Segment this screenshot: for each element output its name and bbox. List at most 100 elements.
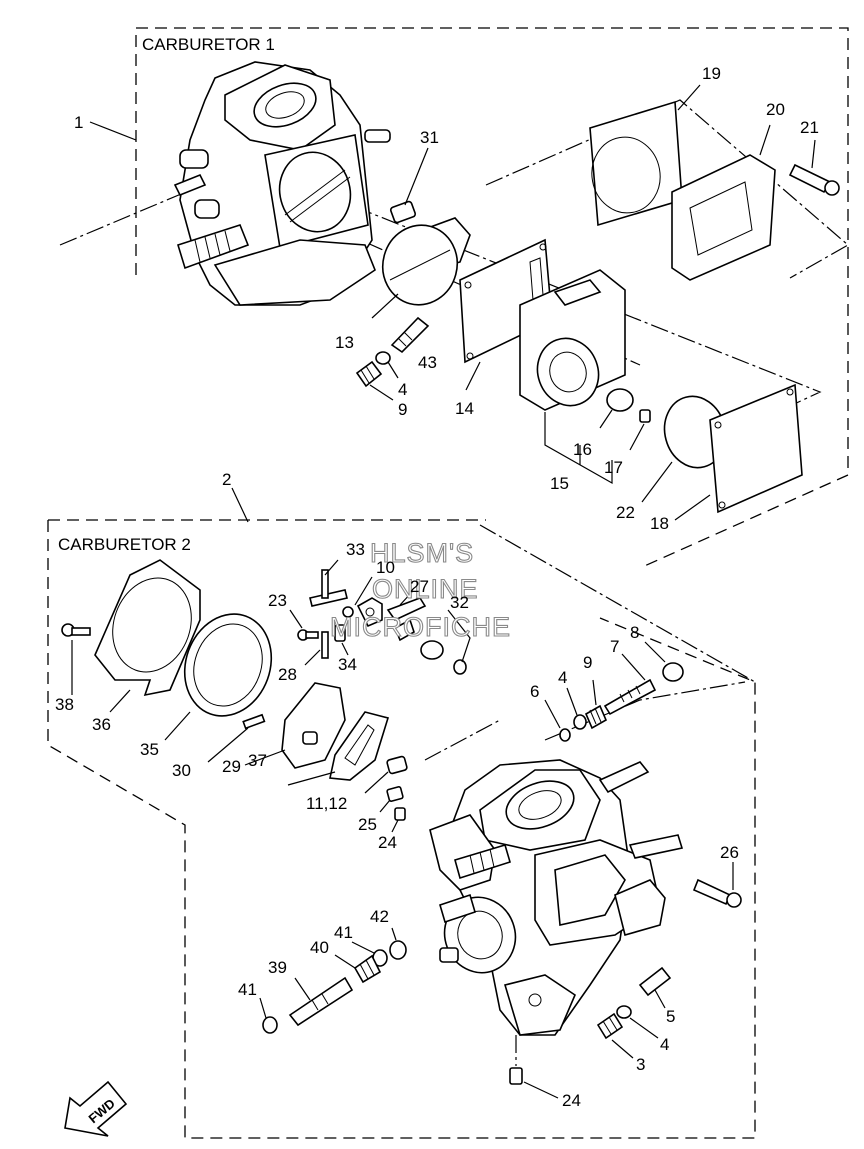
label-3: 3 xyxy=(636,1055,645,1074)
part-37-gasket xyxy=(287,711,390,786)
part-21-screw xyxy=(788,139,840,196)
watermark: HLSM'S ONLINE MICROFICHE xyxy=(329,537,511,642)
label-35: 35 xyxy=(140,740,159,759)
part-43-screw xyxy=(390,316,430,354)
part-32-jet xyxy=(393,609,471,675)
part-15-pump-cover xyxy=(519,269,626,485)
part-24-jet-b xyxy=(509,1035,559,1099)
label-42: 42 xyxy=(370,907,389,926)
part-25-jet xyxy=(379,786,404,813)
watermark-line-1: HLSM'S xyxy=(370,538,474,568)
part-28-pin xyxy=(304,631,329,666)
part-40-spring xyxy=(334,954,382,984)
part-33-pin xyxy=(309,559,348,607)
part-41-ring-top xyxy=(351,941,388,967)
part-26-screw xyxy=(692,862,742,908)
part-30-screw xyxy=(207,713,266,763)
part-22-seal-ring xyxy=(641,395,727,503)
part-8-cap xyxy=(644,641,684,682)
part-11-12-jet xyxy=(364,755,408,794)
label-8: 8 xyxy=(630,623,639,642)
part-17-screw xyxy=(629,409,651,451)
label-25: 25 xyxy=(358,815,377,834)
part-7-needle xyxy=(603,653,657,716)
carburetor-1-title: CARBURETOR 1 xyxy=(142,35,275,54)
label-14: 14 xyxy=(455,399,474,418)
callout-labels: 1 2 3 4 4 4 5 6 7 8 9 9 10 11,12 13 14 1… xyxy=(55,64,819,1110)
label-22: 22 xyxy=(616,503,635,522)
carburetor-2-body xyxy=(429,759,684,1036)
label-24-bottom: 24 xyxy=(562,1091,581,1110)
part-10-screw xyxy=(342,576,373,618)
label-34: 34 xyxy=(338,655,357,674)
label-16: 16 xyxy=(573,440,592,459)
label-18: 18 xyxy=(650,514,669,533)
part-31-screw xyxy=(389,147,429,224)
label-13: 13 xyxy=(335,333,354,352)
leader-2 xyxy=(231,487,249,523)
label-6: 6 xyxy=(530,682,539,701)
label-15: 15 xyxy=(550,474,569,493)
label-4-carb2-top: 4 xyxy=(558,668,567,687)
label-24-top: 24 xyxy=(378,833,397,852)
label-4-carb2-bottom: 4 xyxy=(660,1035,669,1054)
part-24-jet-a xyxy=(391,807,406,833)
label-43: 43 xyxy=(418,353,437,372)
label-32: 32 xyxy=(450,593,469,612)
part-4-oring-carb2-bottom xyxy=(616,1005,659,1039)
label-20: 20 xyxy=(766,100,785,119)
part-5-screw xyxy=(638,966,672,1009)
part-42-ring xyxy=(389,927,407,960)
label-37: 37 xyxy=(248,751,267,770)
fwd-arrow-icon: FWD xyxy=(64,1080,128,1137)
label-28: 28 xyxy=(278,665,297,684)
watermark-line-3: MICROFICHE xyxy=(330,612,511,642)
watermark-line-2: ONLINE xyxy=(372,574,479,604)
part-36-gasket xyxy=(94,559,201,713)
part-35-diaphragm xyxy=(164,613,273,741)
part-13-valve-plate xyxy=(371,217,471,319)
label-2: 2 xyxy=(222,470,231,489)
label-9-carb1: 9 xyxy=(398,400,407,419)
label-39: 39 xyxy=(268,958,287,977)
label-26: 26 xyxy=(720,843,739,862)
part-18-plate xyxy=(674,383,803,521)
label-19: 19 xyxy=(702,64,721,83)
carburetor-2-title: CARBURETOR 2 xyxy=(58,535,191,554)
part-38-screw xyxy=(61,623,91,695)
carburetor-2-boundary xyxy=(47,519,756,1139)
label-41-top: 41 xyxy=(334,923,353,942)
part-23-screw xyxy=(289,609,319,641)
label-41-bottom: 41 xyxy=(238,980,257,999)
part-41-ring-bottom xyxy=(259,997,278,1034)
label-31: 31 xyxy=(420,128,439,147)
part-4-oring-carb1 xyxy=(375,351,399,379)
label-33: 33 xyxy=(346,540,365,559)
part-9-spring-carb2 xyxy=(584,679,608,730)
part-9-spring-carb1 xyxy=(355,360,394,401)
label-11-12: 11,12 xyxy=(306,794,347,813)
label-30: 30 xyxy=(172,761,191,780)
label-38: 38 xyxy=(55,695,74,714)
part-20-cover xyxy=(671,124,776,281)
part-34-spring xyxy=(334,624,349,656)
label-21: 21 xyxy=(800,118,819,137)
part-3-spring xyxy=(596,1012,634,1059)
carburetor-1-body xyxy=(173,61,391,306)
label-23: 23 xyxy=(268,591,287,610)
label-27: 27 xyxy=(410,577,429,596)
label-7: 7 xyxy=(610,637,619,656)
label-9-carb2: 9 xyxy=(583,653,592,672)
label-10: 10 xyxy=(376,558,395,577)
part-29-cover xyxy=(244,682,346,769)
label-29: 29 xyxy=(222,757,241,776)
label-17: 17 xyxy=(604,458,623,477)
label-40: 40 xyxy=(310,938,329,957)
label-4-carb1: 4 xyxy=(398,380,407,399)
part-6-ring xyxy=(544,699,571,742)
carburetor-1-boundary xyxy=(135,27,849,569)
label-36: 36 xyxy=(92,715,111,734)
label-5: 5 xyxy=(666,1007,675,1026)
part-39-needle xyxy=(288,976,354,1027)
